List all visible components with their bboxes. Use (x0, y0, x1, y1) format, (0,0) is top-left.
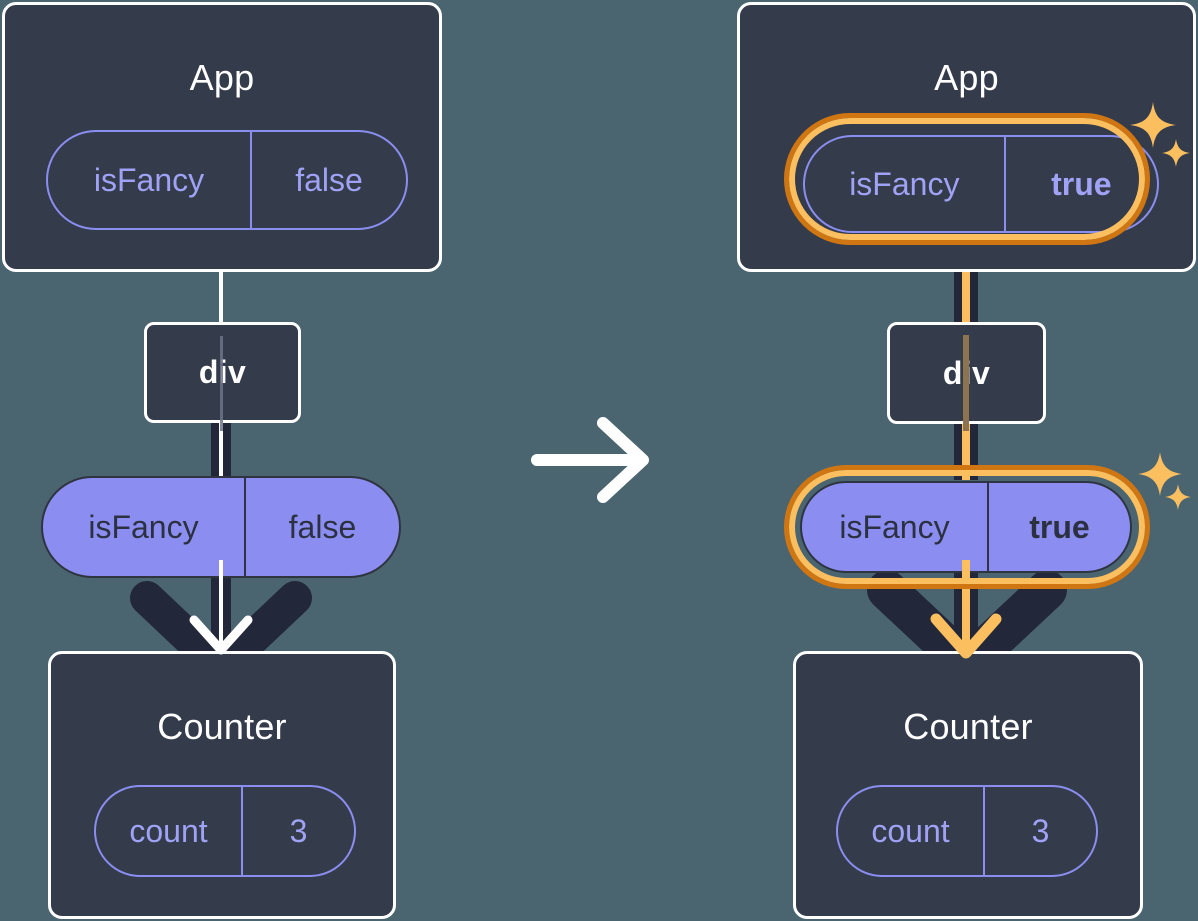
counter-state-pill-value-after: 3 (1031, 812, 1050, 849)
app-component-box-before[interactable]: App isFancy false (2, 2, 442, 272)
app-state-pill-value-before: false (295, 161, 363, 198)
app-title-after: App (934, 57, 999, 98)
app-component-box-after[interactable]: App isFancy true (737, 2, 1196, 272)
connector-inside-div-after (963, 335, 969, 431)
flow-shaft-after (962, 560, 970, 650)
prop-pill-after[interactable]: isFancy true (800, 481, 1132, 573)
connector-div-to-pill-after (962, 422, 970, 480)
connector-app-to-div-before (219, 268, 223, 326)
app-state-pill-key-before: isFancy (48, 132, 253, 228)
app-title-before: App (189, 57, 255, 98)
app-state-pill-key-after: isFancy (805, 137, 1006, 231)
prop-pill-value-before: false (288, 508, 357, 545)
app-state-pill-after[interactable]: isFancy true (803, 135, 1159, 233)
connector-app-to-div-after (962, 222, 970, 328)
sparkle-small-icon-prop (1165, 484, 1191, 510)
counter-state-pill-key-after: count (838, 787, 986, 875)
flow-shaft-before (219, 560, 223, 645)
counter-title-before: Counter (157, 706, 287, 747)
sparkle-large-icon-app (1130, 102, 1176, 148)
sparkle-small-icon-app (1162, 139, 1190, 167)
prop-pill-value-after: true (1029, 508, 1090, 545)
connector-inside-div-before (220, 336, 223, 431)
counter-state-pill-key-before: count (96, 787, 244, 875)
prop-pill-key-before: isFancy (43, 478, 246, 576)
counter-component-box-before[interactable]: Counter count 3 (48, 651, 396, 919)
flow-arrowhead-before (189, 615, 253, 655)
counter-state-pill-before[interactable]: count 3 (94, 785, 356, 877)
prop-pill-key-after: isFancy (802, 483, 989, 571)
counter-state-pill-value-before: 3 (289, 812, 308, 849)
app-state-pill-before[interactable]: isFancy false (46, 130, 408, 230)
sparkle-large-icon-prop (1138, 452, 1182, 496)
flow-arrowhead-after (930, 613, 1002, 659)
counter-state-pill-after[interactable]: count 3 (836, 785, 1098, 877)
app-state-pill-value-after: true (1051, 165, 1112, 202)
counter-component-box-after[interactable]: Counter count 3 (793, 651, 1143, 919)
counter-title-after: Counter (903, 706, 1033, 747)
transition-arrow (531, 417, 649, 503)
connector-div-to-pill-before (219, 421, 223, 479)
